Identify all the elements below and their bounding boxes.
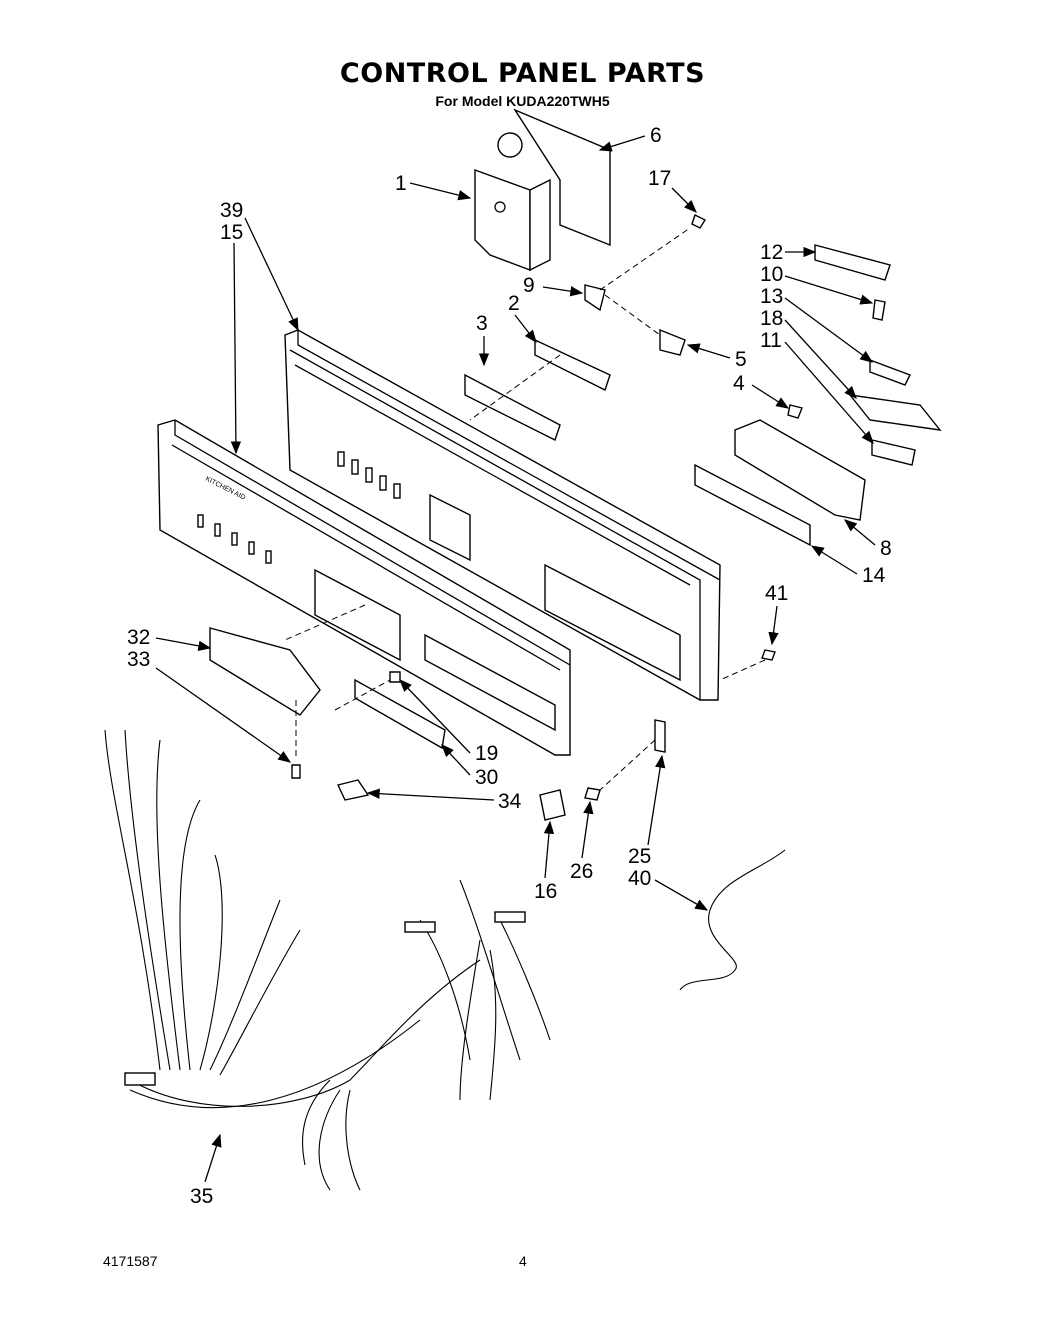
- callout-label: 5: [735, 348, 747, 371]
- callout-label: 39: [220, 199, 243, 222]
- screw-41: [761, 649, 776, 661]
- switch-part: [659, 328, 686, 356]
- screw-17: [691, 214, 707, 229]
- part-13: [869, 358, 911, 386]
- switch-housing: [464, 373, 561, 441]
- front-console-panel: KITCHEN AID: [157, 419, 571, 756]
- callout-label: 40: [628, 867, 651, 890]
- rear-console-panel: [284, 329, 721, 701]
- callout-label: 6: [650, 124, 662, 147]
- part-11: [871, 439, 916, 466]
- bracket-12: [814, 244, 891, 281]
- assembly-line: [469, 354, 561, 421]
- callout-label: 35: [190, 1185, 213, 1208]
- callouts: 1 6 17 39 15 12 10 13 18 11 9 2 3: [127, 124, 892, 1208]
- callout-label: 12: [760, 241, 783, 264]
- vent-cover: [209, 627, 321, 716]
- callout-label: 11: [760, 329, 782, 352]
- screw-19: [389, 671, 401, 683]
- callout-label: 13: [760, 285, 783, 308]
- callout-label: 41: [765, 582, 788, 605]
- callout-label: 25: [628, 845, 651, 868]
- document-number: 4171587: [103, 1253, 158, 1269]
- callout-label: 1: [395, 172, 407, 195]
- switch-bracket: [534, 338, 611, 391]
- clip-part: [584, 284, 606, 312]
- model-subtitle: For Model KUDA220TWH5: [435, 93, 610, 109]
- callout-label: 10: [760, 263, 783, 286]
- callout-label: 16: [534, 880, 557, 903]
- assembly-line: [599, 739, 656, 791]
- callout-label: 26: [570, 860, 593, 883]
- assembly-line: [599, 227, 691, 291]
- callout-label: 9: [523, 274, 535, 297]
- callout-label: 19: [475, 742, 498, 765]
- knob-16: [539, 789, 566, 821]
- assembly-line: [719, 659, 766, 681]
- insulator-18: [848, 394, 942, 431]
- timer-module: [474, 132, 551, 272]
- jumper-wire-40: [679, 849, 786, 991]
- callout-label: 30: [475, 766, 498, 789]
- bracket-25: [654, 719, 666, 753]
- callout-label: 4: [733, 372, 745, 395]
- callout-label: 2: [508, 292, 520, 315]
- callout-label: 8: [880, 537, 892, 560]
- callout-label: 17: [648, 167, 671, 190]
- screw-33: [291, 764, 301, 779]
- callout-label: 32: [127, 626, 150, 649]
- circuit-board: [513, 108, 611, 247]
- assembly-line: [284, 604, 366, 641]
- screw-4: [787, 404, 803, 419]
- lens-30: [354, 678, 446, 750]
- callout-label: 3: [476, 312, 488, 335]
- switch-bracket-14: [694, 463, 811, 547]
- screw-26: [584, 787, 601, 801]
- screw-10: [872, 299, 886, 321]
- switch-block: [734, 419, 866, 521]
- callout-label: 18: [760, 307, 783, 330]
- callout-label: 33: [127, 648, 150, 671]
- callout-label: 34: [498, 790, 522, 813]
- callout-label: 15: [220, 221, 243, 244]
- assembly-line: [334, 679, 391, 711]
- clip-34: [337, 779, 370, 801]
- page-number: 4: [519, 1253, 527, 1269]
- wire-harness: [104, 729, 551, 1191]
- page-title: CONTROL PANEL PARTS: [339, 58, 706, 89]
- callout-label: 14: [862, 564, 886, 587]
- assembly-line: [604, 294, 661, 336]
